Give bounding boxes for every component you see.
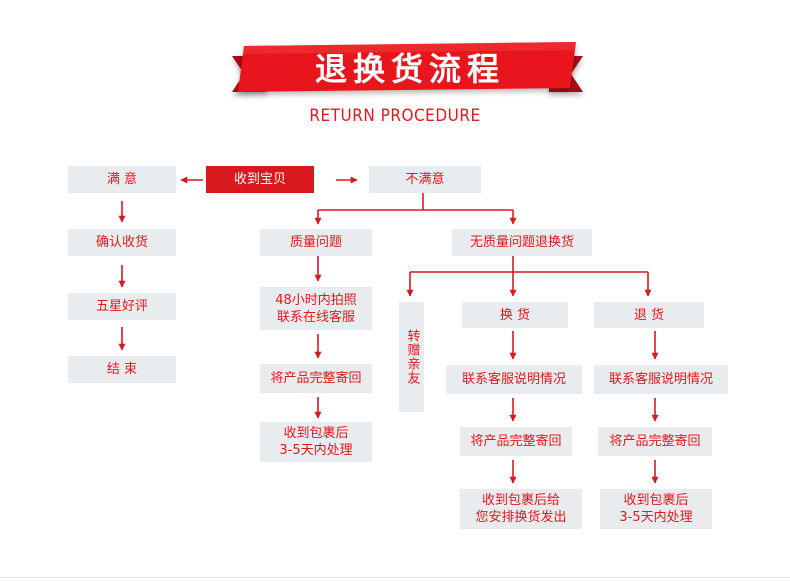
node-refund-contact: 联系客服说明情况 — [594, 365, 728, 394]
node-not-satisfied-label: 不满意 — [405, 172, 445, 187]
node-exchange-contact: 联系客服说明情况 — [446, 365, 582, 394]
node-gift-friend-label: 转赠亲友 — [404, 329, 420, 385]
node-not-satisfied: 不满意 — [369, 166, 481, 193]
node-exchange-ship-line2: 您安排换货发出 — [475, 510, 567, 525]
node-no-quality-issue-label: 无质量问题退换货 — [469, 235, 574, 250]
node-refund-process: 收到包裹后 3-5天内处理 — [600, 489, 712, 529]
node-received: 收到宝贝 — [206, 166, 314, 193]
node-quality-issue-label: 质量问题 — [289, 235, 342, 250]
node-refund-return: 将产品完整寄回 — [598, 427, 712, 456]
node-quality-process-line1: 收到包裹后 — [283, 426, 349, 441]
page-subtitle: RETURN PROCEDURE — [309, 106, 481, 126]
node-refund-return-label: 将产品完整寄回 — [609, 434, 701, 449]
node-refund-contact-label: 联系客服说明情况 — [608, 372, 713, 387]
footer-divider — [0, 577, 790, 578]
node-satisfied: 满 意 — [68, 166, 176, 193]
node-quality-contact: 48小时内拍照 联系在线客服 — [260, 287, 372, 330]
title-banner — [232, 42, 583, 92]
node-end-label: 结 束 — [106, 362, 138, 377]
node-quality-contact-line1: 48小时内拍照 — [275, 292, 357, 308]
node-exchange-contact-label: 联系客服说明情况 — [461, 372, 566, 387]
node-refund: 退 货 — [594, 302, 704, 328]
node-quality-process: 收到包裹后 3-5天内处理 — [260, 422, 372, 462]
node-received-label: 收到宝贝 — [233, 172, 286, 187]
node-no-quality-issue: 无质量问题退换货 — [452, 229, 592, 256]
node-exchange-ship-line1: 收到包裹后给 — [481, 493, 560, 508]
node-exchange-return-label: 将产品完整寄回 — [470, 434, 562, 449]
node-end: 结 束 — [68, 356, 176, 383]
node-quality-process-line2: 3-5天内处理 — [279, 443, 353, 458]
node-five-star: 五星好评 — [68, 293, 176, 320]
node-exchange-ship: 收到包裹后给 您安排换货发出 — [460, 489, 582, 529]
node-quality-contact-line2: 联系在线客服 — [276, 309, 355, 325]
page-title: 退换货流程 — [314, 50, 505, 88]
node-exchange: 换 货 — [462, 302, 568, 328]
node-gift-friend: 转赠亲友 — [399, 302, 424, 412]
node-confirm-receipt-label: 确认收货 — [95, 235, 148, 250]
node-confirm-receipt: 确认收货 — [68, 229, 176, 256]
node-quality-return: 将产品完整寄回 — [260, 364, 372, 393]
node-exchange-label: 换 货 — [499, 307, 531, 323]
node-quality-issue: 质量问题 — [260, 229, 372, 256]
node-quality-return-label: 将产品完整寄回 — [270, 371, 362, 386]
node-exchange-return: 将产品完整寄回 — [460, 427, 572, 456]
node-refund-process-line1: 收到包裹后 — [623, 493, 689, 508]
node-five-star-label: 五星好评 — [95, 299, 148, 314]
node-satisfied-label: 满 意 — [106, 172, 138, 187]
node-refund-process-line2: 3-5天内处理 — [619, 510, 693, 525]
node-refund-label: 退 货 — [633, 307, 665, 323]
